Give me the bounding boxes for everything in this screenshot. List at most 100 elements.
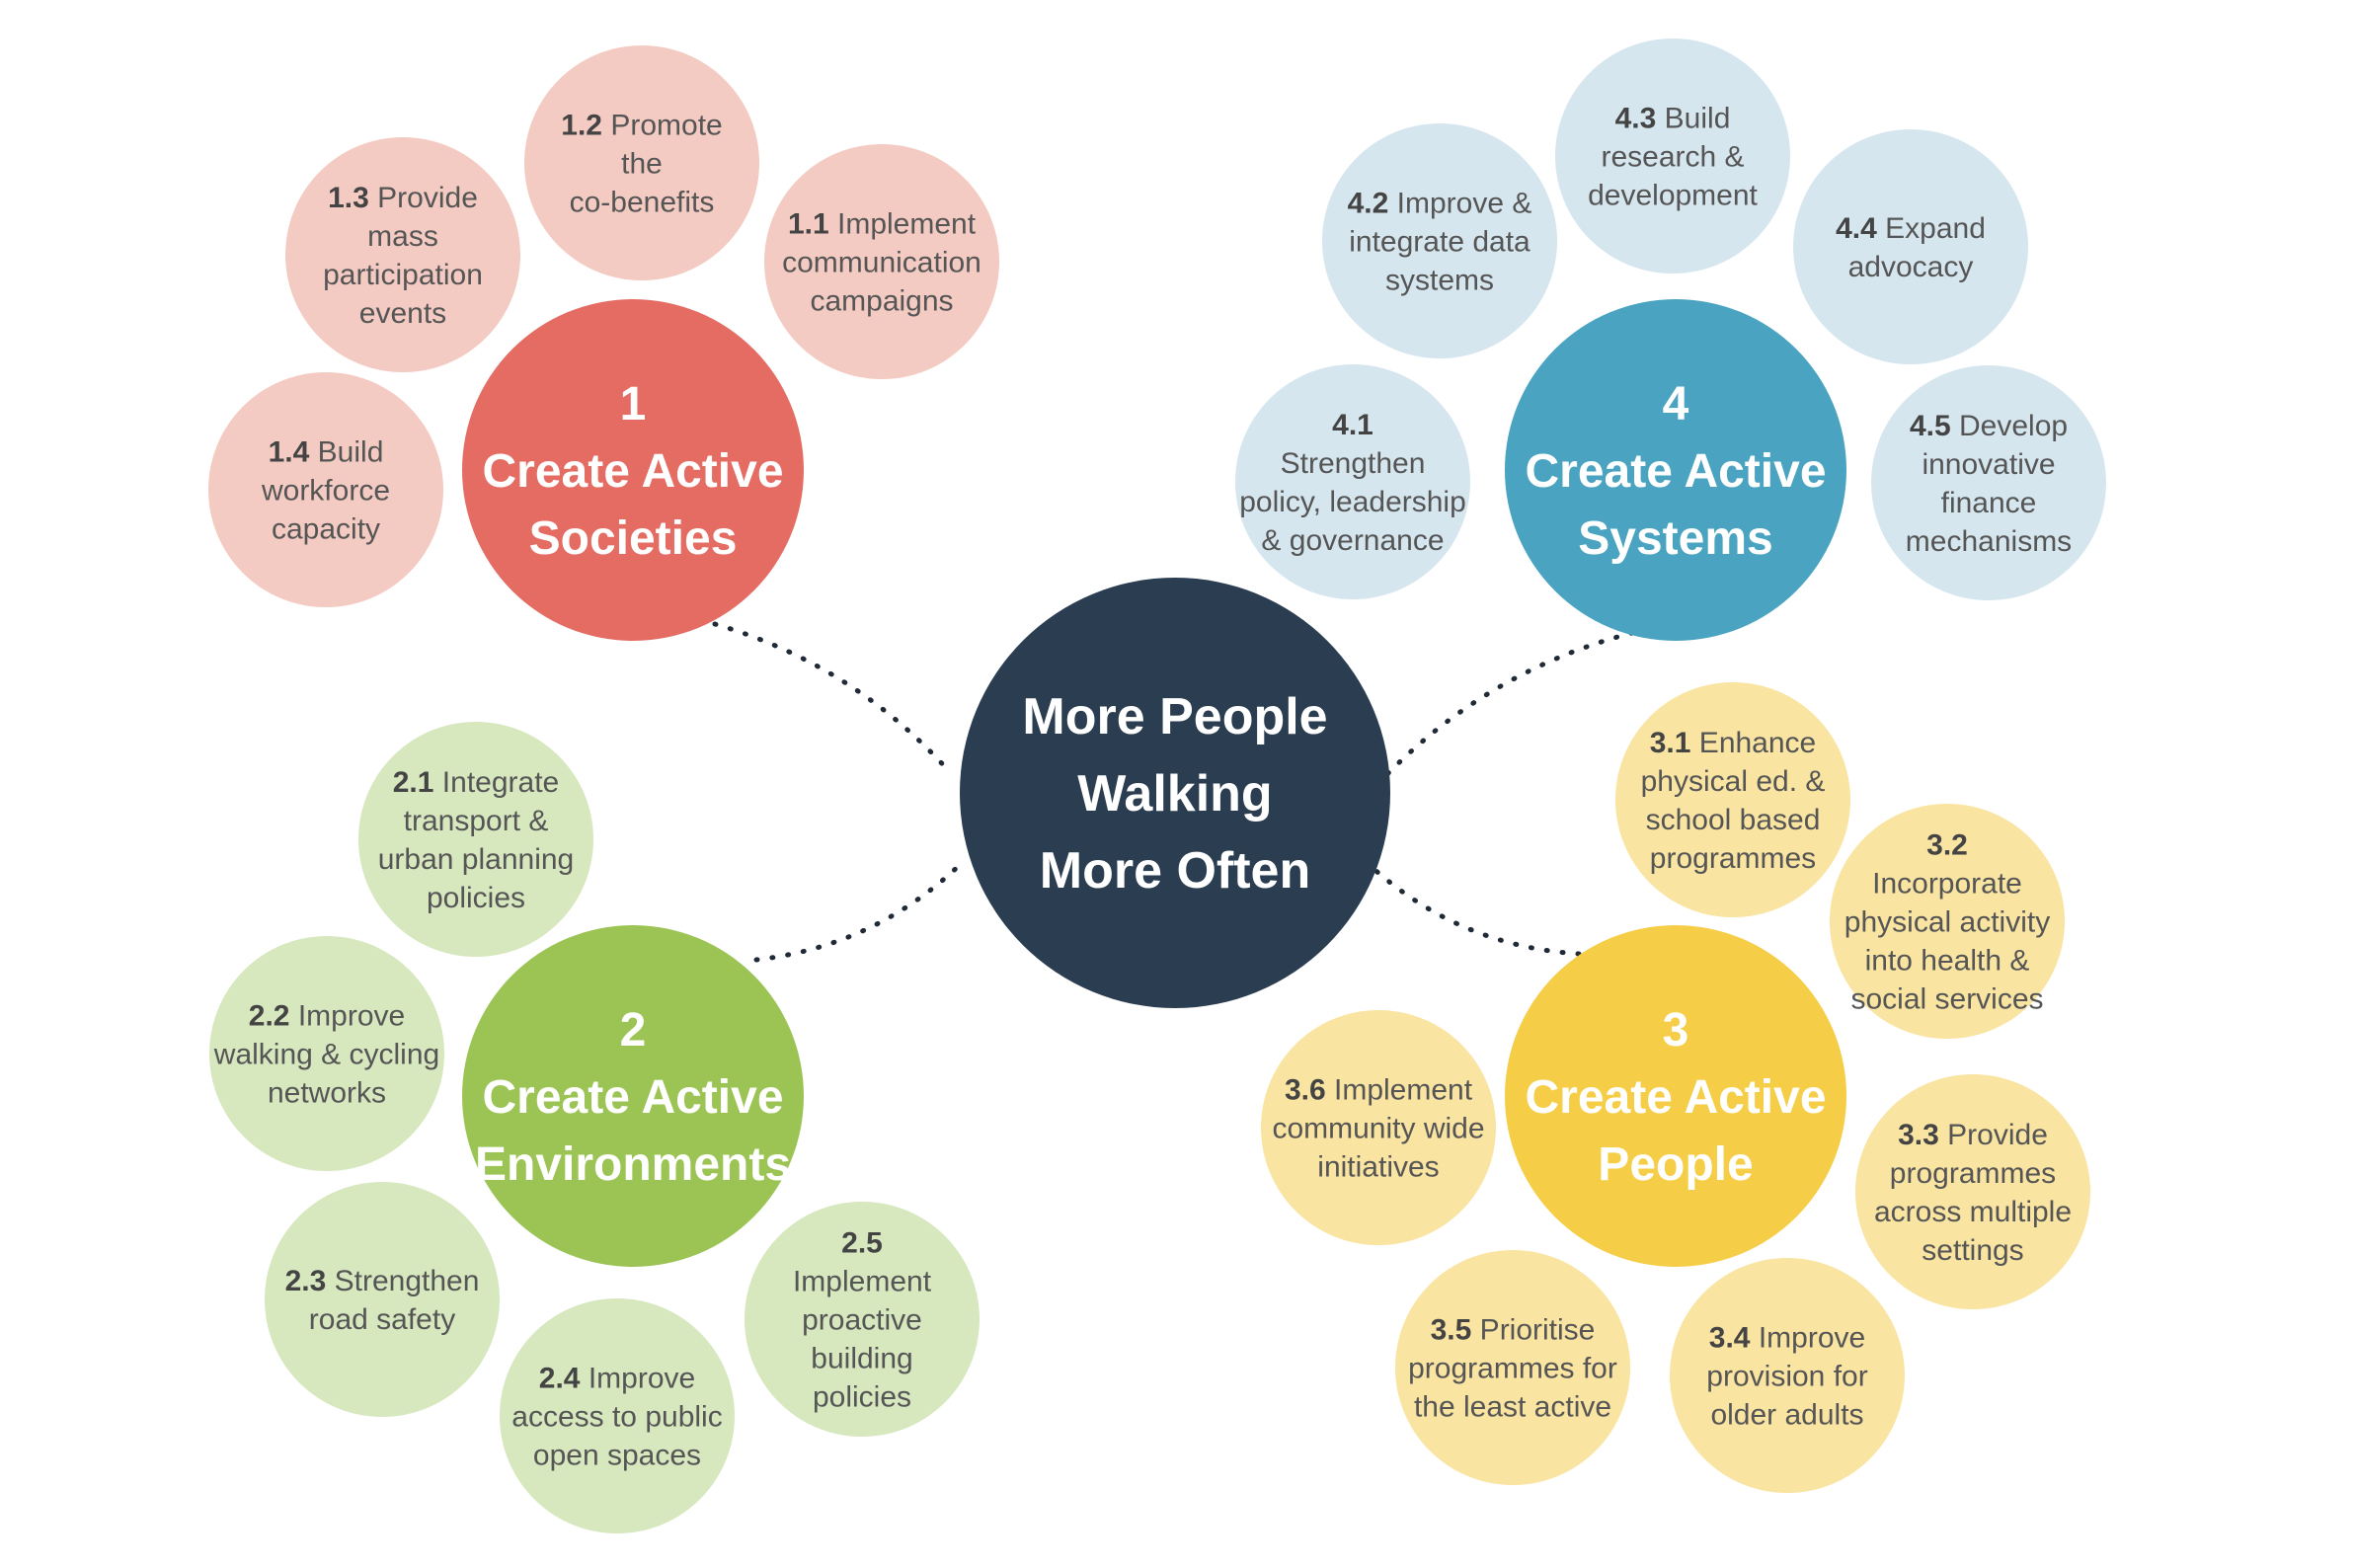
action-text-line: the: [621, 148, 663, 181]
action-text-line: 1.1 Implement: [788, 208, 977, 241]
action-text-line: 2.2 Improve: [249, 1000, 405, 1033]
action-text-line: 3.2: [1926, 829, 1968, 862]
action-text-line: policies: [427, 882, 525, 914]
action-number: 3.1: [1650, 727, 1691, 759]
pillar-title-line: Environments: [475, 1138, 791, 1191]
action-label: Improve &: [1388, 188, 1531, 220]
action-text-line: communication: [782, 247, 981, 279]
action-text-line: 4.4 Expand: [1836, 212, 1986, 245]
pillar-title-line: Create Active: [1525, 445, 1826, 498]
action-text-line: 2.1 Integrate: [393, 766, 559, 799]
action-circle-bg: [265, 1182, 500, 1417]
action-circle-1-2: 1.2 Promote the co-benefits: [524, 45, 759, 280]
action-text-line: finance: [1941, 487, 2037, 519]
action-circle-bg: [1871, 365, 2106, 600]
action-text-line: 4.1: [1332, 409, 1373, 441]
pillar-title-line: Systems: [1578, 512, 1772, 565]
action-text-line: policies: [813, 1381, 911, 1414]
action-label: Improve: [581, 1363, 696, 1395]
action-text-line: road safety: [309, 1303, 455, 1336]
center-title-line: More People: [1022, 688, 1327, 745]
action-number: 3.2: [1926, 829, 1968, 862]
action-text-line: 1.2 Promote: [561, 110, 722, 142]
action-text-line: 3.1 Enhance: [1650, 727, 1817, 759]
action-text-line: social services: [1850, 983, 2043, 1016]
pillar-hub-circle: [462, 299, 804, 641]
pillar-title-line: Create Active: [1525, 1071, 1826, 1124]
action-label: Develop: [1951, 410, 2068, 442]
pillar-title-line: People: [1598, 1138, 1753, 1191]
action-circle-bg: [285, 137, 520, 372]
action-number: 2.3: [285, 1265, 327, 1297]
action-text-line: provision for: [1706, 1361, 1867, 1393]
action-label: Improve: [1751, 1322, 1866, 1355]
action-text-line: 4.2 Improve &: [1348, 188, 1532, 220]
action-number: 4.4: [1836, 212, 1877, 245]
action-text-line: networks: [268, 1077, 386, 1110]
action-text-line: 4.5 Develop: [1910, 410, 2068, 442]
action-number: 4.2: [1348, 188, 1389, 220]
pillar-hub-circle: [462, 925, 804, 1267]
action-text-line: 4.3 Build: [1615, 103, 1731, 135]
action-circle-4-4: 4.4 Expand advocacy: [1793, 129, 2028, 364]
action-text-line: open spaces: [533, 1440, 701, 1472]
pillar-title-line: Create Active: [482, 1071, 783, 1124]
action-number: 2.1: [393, 766, 434, 799]
action-text-line: mechanisms: [1906, 525, 2072, 558]
action-text-line: school based: [1646, 804, 1821, 836]
action-text-line: community wide: [1272, 1113, 1484, 1145]
action-text-line: 2.4 Improve: [539, 1363, 695, 1395]
pillar-title-line: Societies: [529, 512, 738, 565]
action-circle-bg: [1670, 1258, 1905, 1493]
action-number: 3.5: [1431, 1314, 1472, 1347]
action-text-line: settings: [1922, 1234, 2023, 1267]
action-circle-bg: [1395, 1250, 1630, 1485]
center-title-line: More Often: [1040, 842, 1310, 900]
action-number: 1.2: [561, 110, 602, 142]
pillar-hub-circle: [1505, 925, 1846, 1267]
action-label: Implement: [829, 208, 977, 241]
action-text-line: events: [359, 297, 446, 330]
action-text-line: 1.4 Build: [269, 436, 384, 469]
action-text-line: into health &: [1865, 945, 2030, 978]
action-label: Provide: [1939, 1119, 2048, 1151]
action-text-line: co-benefits: [570, 187, 715, 219]
action-number: 3.6: [1285, 1074, 1326, 1107]
action-label: Implement: [1326, 1074, 1473, 1107]
action-label: Promote: [602, 110, 723, 142]
action-text-line: systems: [1385, 265, 1494, 297]
action-text-line: advocacy: [1848, 251, 1974, 283]
action-number: 1.1: [788, 208, 829, 241]
action-text-line: 3.3 Provide: [1898, 1119, 2048, 1151]
action-text-line: Strengthen: [1281, 447, 1426, 480]
action-number: 2.4: [539, 1363, 581, 1395]
action-text-line: campaigns: [810, 285, 953, 318]
center-hub-circle: [960, 578, 1390, 1008]
center-title-line: Walking: [1077, 765, 1272, 823]
action-text-line: programmes: [1650, 842, 1816, 875]
action-text-line: 1.3 Provide: [328, 182, 478, 214]
action-text-line: proactive: [802, 1304, 922, 1337]
action-text-line: Implement: [793, 1266, 932, 1298]
action-label: Build: [1656, 103, 1730, 135]
action-text-line: 2.5: [841, 1227, 883, 1260]
action-circle-bg: [1322, 123, 1557, 358]
action-circle-1-1: 1.1 Implement communication campaigns: [764, 144, 999, 379]
action-circle-bg: [208, 372, 443, 607]
